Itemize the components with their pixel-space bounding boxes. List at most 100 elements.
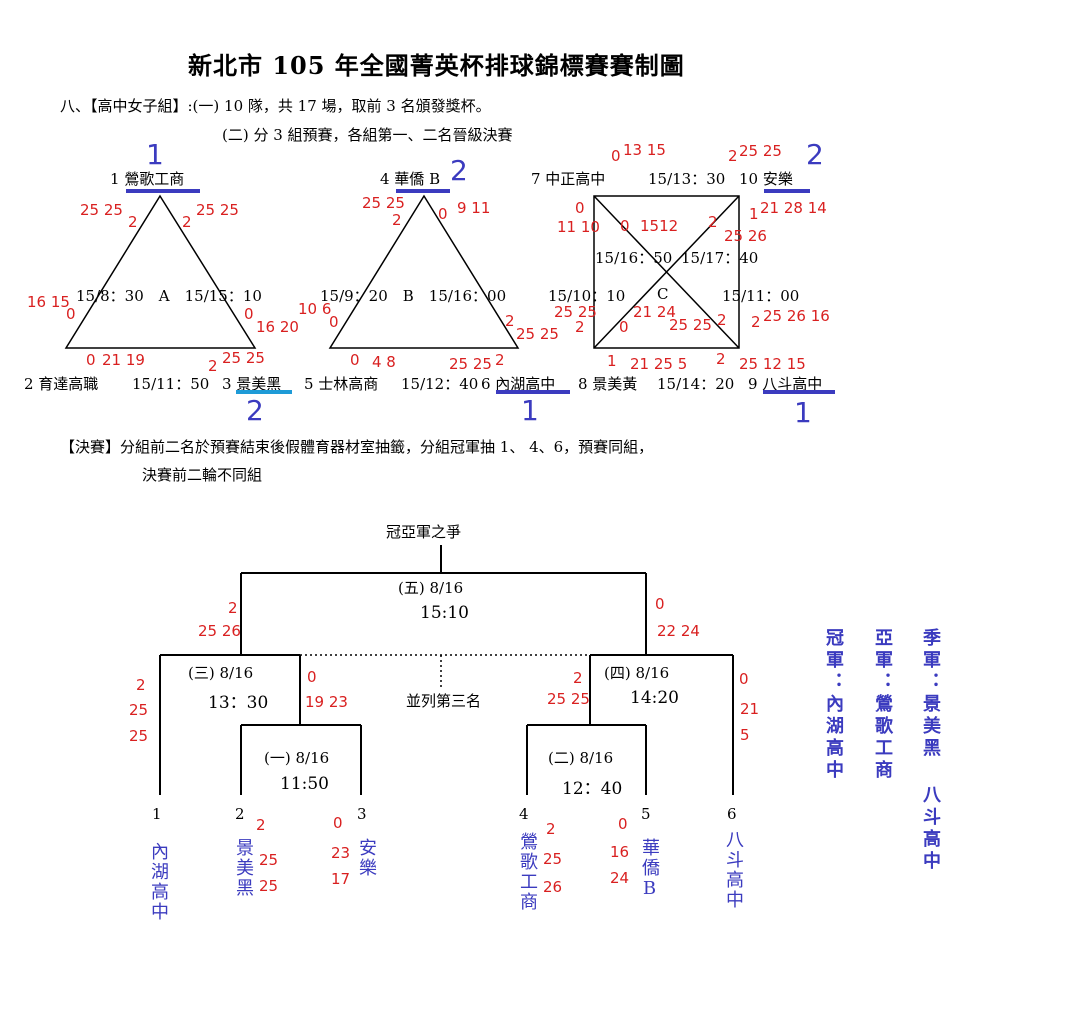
score: 25 25: [516, 325, 559, 343]
seed-number: 1: [152, 805, 162, 823]
sets-won: 0: [620, 217, 630, 235]
sets-won: 0: [329, 313, 339, 331]
sets-won: 2: [708, 213, 718, 231]
team-label: 3 景美黑: [222, 375, 282, 393]
bracket-lines: [159, 545, 734, 795]
score: 17: [331, 870, 351, 888]
match-time: 15/14：20: [657, 375, 735, 393]
score: 11 10: [557, 218, 600, 236]
sets-won: 2: [728, 147, 738, 165]
team-label: 4 華僑 B: [380, 170, 441, 188]
score: 25 25: [449, 355, 492, 373]
sets-won: 2: [136, 676, 146, 694]
score: 21: [740, 700, 760, 718]
score: 25 26 16: [763, 307, 830, 325]
score: 16 20: [256, 318, 299, 336]
score: 25 25: [739, 142, 782, 160]
match-time: 15:10: [420, 603, 469, 623]
score: 25: [129, 727, 149, 745]
score: 23: [331, 844, 351, 862]
sets-won: 2: [228, 599, 238, 617]
team-label: 10 安樂: [739, 170, 793, 188]
match-time: 15/17：40: [681, 249, 759, 267]
finals-note-line-2: 決賽前二輪不同組: [142, 466, 263, 484]
rank-badge: 1: [521, 394, 539, 427]
match-time: 12：40: [562, 779, 623, 799]
team-label: 9 八斗高中: [748, 375, 823, 393]
sets-won: 2: [546, 820, 556, 838]
intro-line-2: (二) 分 3 組預賽，各組第一、二名晉級決賽: [222, 126, 513, 144]
team-label: 8 景美黃: [578, 375, 638, 393]
score: 25 25: [669, 316, 712, 334]
runner-up-result: 亞軍：鶯歌工商: [872, 628, 893, 782]
seed-number: 2: [235, 805, 245, 823]
match-date: (二) 8/16: [548, 749, 614, 767]
bracket-team: 景美黑: [233, 838, 254, 898]
score: 24: [610, 869, 630, 887]
rank-badge: 2: [246, 394, 264, 427]
match-time: 15/11：50: [132, 375, 210, 393]
score: 25 12 15: [739, 355, 806, 373]
score: 10 6: [298, 300, 332, 318]
score: 16 15: [27, 293, 70, 311]
group-c-diagonal-2: [593, 195, 740, 349]
sets-won: 2: [716, 350, 726, 368]
sets-won: 1: [607, 352, 617, 370]
bracket-team: 鶯歌工商: [517, 832, 538, 912]
score: 25 25: [196, 201, 239, 219]
third-place-label: 並列第三名: [406, 692, 482, 710]
sets-won: 2: [751, 313, 761, 331]
score: 25 25: [362, 194, 405, 212]
sets-won: 0: [244, 305, 254, 323]
team-label: 2 育達高職: [24, 375, 99, 393]
intro-line-1: 八、【高中女子組】:(一) 10 隊，共 17 場，取前 3 名頒發獎杯。: [60, 97, 491, 115]
score: 25 26: [198, 622, 241, 640]
qualified-underline: [764, 189, 810, 193]
match-time: 13：30: [208, 693, 269, 713]
sets-won: 0: [618, 815, 628, 833]
score: 25 25: [547, 690, 590, 708]
page-title: 新北市 105 年全國菁英杯排球錦標賽賽制圖: [188, 51, 685, 80]
match-time: 15/11：00: [722, 287, 800, 305]
final-label: 冠亞軍之爭: [386, 523, 462, 541]
score: 25: [259, 877, 279, 895]
sets-won: 0: [655, 595, 665, 613]
sets-won: 2: [208, 357, 218, 375]
sets-won: 2: [717, 311, 727, 329]
sets-won: 2: [573, 669, 583, 687]
rank-badge: 1: [146, 138, 164, 171]
group-a-triangle: [64, 194, 257, 349]
match-times: 15/9：20 B 15/16：00: [320, 287, 507, 305]
bracket-team: 八斗高中: [723, 830, 744, 910]
seed-number: 3: [357, 805, 367, 823]
match-date: (五) 8/16: [398, 579, 464, 597]
sets-won: 0: [438, 205, 448, 223]
score: 25: [259, 851, 279, 869]
champion-result: 冠軍：內湖高中: [823, 628, 844, 782]
sets-won: 2: [182, 213, 192, 231]
rank-badge: 1: [794, 396, 812, 429]
score: 13 15: [623, 141, 666, 159]
score: 19 23: [305, 693, 348, 711]
score: 16: [610, 843, 630, 861]
match-date: (四) 8/16: [604, 664, 670, 682]
seed-number: 5: [641, 805, 651, 823]
qualified-underline: [236, 390, 292, 394]
sets-won: 0: [333, 814, 343, 832]
sets-won: 2: [256, 816, 266, 834]
team-label: 7 中正高中: [531, 170, 606, 188]
match-times: 15/8：30 A 15/15：10: [76, 287, 262, 305]
sets-won: 2: [505, 312, 515, 330]
match-date: (一) 8/16: [264, 749, 330, 767]
match-time: 15/13：30: [648, 170, 726, 188]
score: 25 25: [80, 201, 123, 219]
score: 21 24: [633, 303, 676, 321]
sets-won: 0: [739, 670, 749, 688]
bracket-team: 華僑B: [639, 838, 660, 901]
score: 25 25: [222, 349, 265, 367]
score: 21 25 5: [630, 355, 688, 373]
sets-won: 2: [128, 213, 138, 231]
score: 1512: [640, 217, 679, 235]
score: 25: [129, 701, 149, 719]
team-label: 5 士林高商: [304, 375, 379, 393]
